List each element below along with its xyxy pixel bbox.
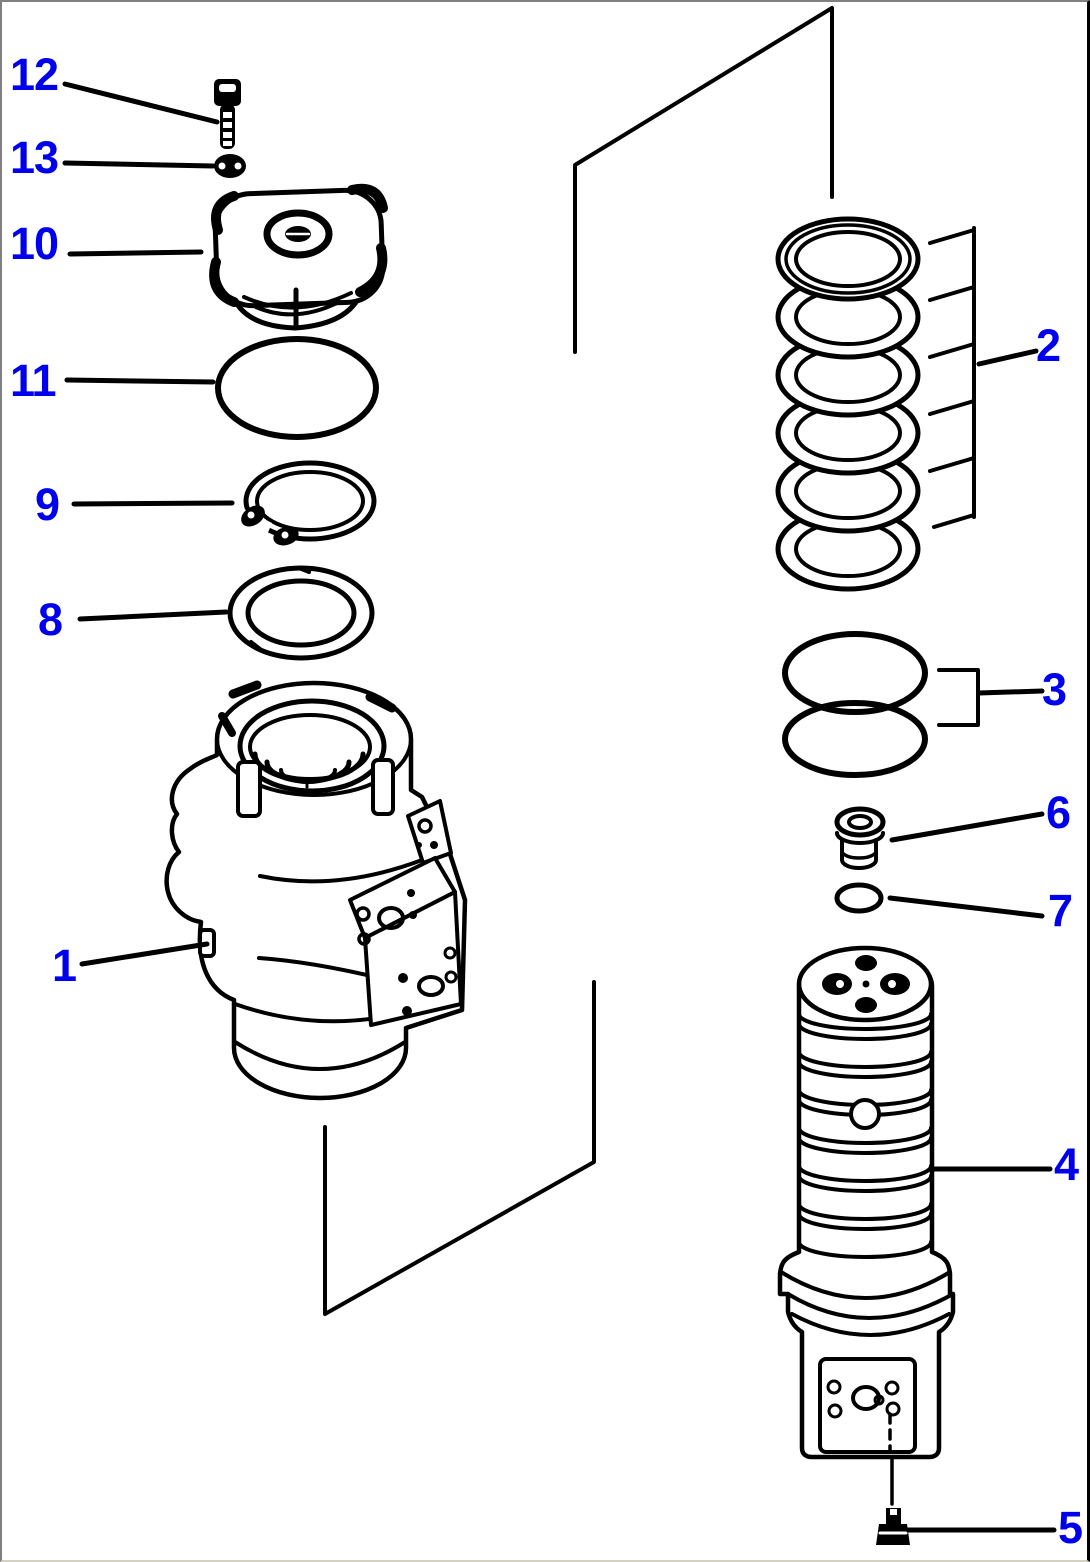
housing-part [164,680,468,1101]
callout-12: 12 [10,49,59,100]
callout-3: 3 [1042,664,1067,715]
washer-part [214,154,246,178]
leader-3 [976,688,1045,696]
o-ring-pair-part [782,631,928,778]
callout-7: 7 [1048,885,1073,936]
callout-1: 1 [52,940,77,991]
seal-stack-bracket [928,226,976,529]
callout-10: 10 [10,218,59,269]
leader-6 [889,811,1045,843]
leader-1 [79,941,210,967]
leader-12 [62,81,220,125]
callout-13: 13 [10,132,59,183]
callout-9: 9 [35,479,60,530]
large-o-ring-part [215,336,379,440]
lower-plane-lines [323,980,596,1316]
seal-ring-part [227,565,375,661]
callout-6: 6 [1046,787,1071,838]
o-ring-pair-bracket [937,668,980,727]
snap-ring-part [226,460,377,552]
leader-11 [64,377,216,385]
leader-2 [976,348,1039,367]
upper-plane-lines [573,6,834,354]
callout-4: 4 [1054,1139,1079,1190]
bottom-plug-part [876,1456,910,1545]
leader-13 [62,160,216,169]
callout-8: 8 [38,594,63,645]
callout-11: 11 [10,355,57,406]
leader-lines [62,81,1057,1533]
small-o-ring-part [834,882,884,914]
plug-part [834,806,886,870]
rotor-shaft-part [777,945,956,1460]
leader-10 [67,249,204,257]
leader-9 [71,500,235,507]
leader-8 [77,609,229,622]
cover-cap-part [209,183,388,331]
callout-2: 2 [1036,320,1061,371]
callout-5: 5 [1058,1502,1083,1553]
seal-ring-stack-part [775,216,921,592]
socket-bolt-part [214,79,241,149]
leader-7 [887,895,1045,919]
